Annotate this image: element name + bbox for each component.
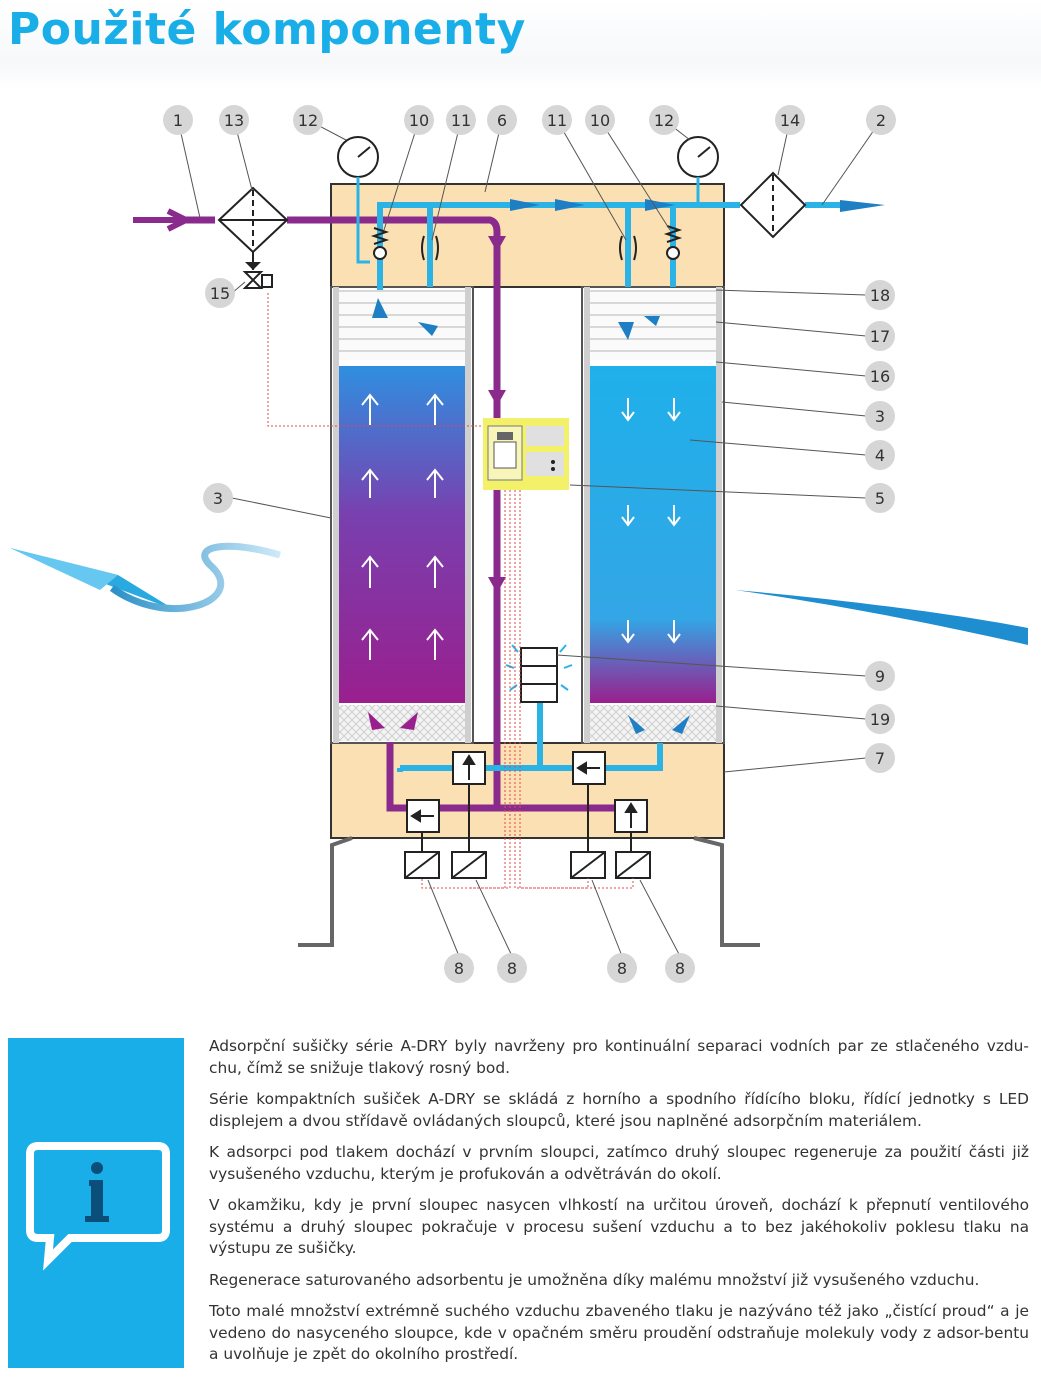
svg-text:8: 8 xyxy=(507,959,517,978)
svg-text:2: 2 xyxy=(876,111,886,130)
left-top-filter xyxy=(339,290,465,360)
callout-badges: 1 13 12 10 11 6 11 10 12 14 2 15 18 17 1… xyxy=(163,105,896,983)
svg-text:12: 12 xyxy=(298,111,318,130)
left-flow-arrows xyxy=(361,393,444,660)
svg-text:5: 5 xyxy=(875,489,885,508)
svg-text:8: 8 xyxy=(675,959,685,978)
right-bottom-mesh xyxy=(590,705,716,741)
inlet-filter xyxy=(217,186,289,270)
svg-text:12: 12 xyxy=(654,111,674,130)
callout-10-right: 10 xyxy=(585,105,615,135)
svg-text:4: 4 xyxy=(875,446,885,465)
callout-2: 2 xyxy=(866,105,896,135)
callout-12-left: 12 xyxy=(293,105,323,135)
svg-text:10: 10 xyxy=(409,111,429,130)
left-adsorbent xyxy=(339,366,465,703)
wet-air-pipes xyxy=(186,216,630,812)
svg-text:11: 11 xyxy=(547,111,567,130)
callout-8-a: 8 xyxy=(444,953,474,983)
svg-text:18: 18 xyxy=(870,286,890,305)
check-valve-right xyxy=(663,225,683,260)
callout-1: 1 xyxy=(163,105,193,135)
dryer-diagram: 1 13 12 10 11 6 11 10 12 14 2 15 18 17 1… xyxy=(10,105,1028,983)
svg-text:6: 6 xyxy=(497,111,507,130)
paragraph-2: Série kompaktních sušiček A-DRY se sklád… xyxy=(209,1090,1029,1130)
right-flow-arrows xyxy=(621,398,681,644)
svg-text:3: 3 xyxy=(213,489,223,508)
left-leg xyxy=(298,836,353,947)
svg-text:15: 15 xyxy=(210,284,230,303)
flow-curl-arrows xyxy=(418,316,660,336)
right-leg xyxy=(693,836,760,947)
description-text: Adsorpční sušičky série A-DRY byly navrž… xyxy=(209,1036,1029,1376)
callout-13: 13 xyxy=(219,105,249,135)
svg-text:9: 9 xyxy=(875,667,885,686)
svg-text:11: 11 xyxy=(451,111,471,130)
left-bottom-mesh xyxy=(339,705,465,741)
callout-6: 6 xyxy=(487,105,517,135)
paragraph-4: V okamžiku, kdy je první sloupec nasycen… xyxy=(209,1196,1029,1257)
svg-text:17: 17 xyxy=(870,327,890,346)
callout-18: 18 xyxy=(865,280,895,310)
title-band xyxy=(0,0,1041,90)
callout-11-right: 11 xyxy=(542,105,572,135)
info-icon xyxy=(26,1142,170,1271)
orifice-right xyxy=(619,235,637,261)
solenoid-valves xyxy=(404,851,651,879)
info-panel xyxy=(8,1038,184,1368)
silencer xyxy=(505,644,573,703)
svg-text:19: 19 xyxy=(870,710,890,729)
callout-19: 19 xyxy=(865,704,895,734)
svg-text:1: 1 xyxy=(173,111,183,130)
pressure-gauge-right xyxy=(677,136,719,205)
callout-10-left: 10 xyxy=(404,105,434,135)
control-unit xyxy=(483,418,569,490)
paragraph-6: Toto malé množství extrémně suchého vzdu… xyxy=(209,1302,1029,1363)
bottom-right-flow-arrows xyxy=(628,715,690,734)
callout-11-left: 11 xyxy=(446,105,476,135)
top-control-block xyxy=(330,183,725,288)
callout-14: 14 xyxy=(775,105,805,135)
callout-17: 17 xyxy=(865,321,895,351)
callout-5: 5 xyxy=(865,483,895,513)
callout-8-c: 8 xyxy=(607,953,637,983)
right-swoosh xyxy=(735,590,1028,645)
callout-4: 4 xyxy=(865,440,895,470)
callout-3-right: 3 xyxy=(865,401,895,431)
callout-16: 16 xyxy=(865,361,895,391)
svg-text:14: 14 xyxy=(780,111,800,130)
inlet-arrow xyxy=(133,208,193,232)
right-adsorbent xyxy=(590,366,716,703)
svg-text:16: 16 xyxy=(870,367,890,386)
svg-text:3: 3 xyxy=(875,407,885,426)
outlet-filter xyxy=(739,171,807,239)
valve-arrows xyxy=(410,754,638,828)
callout-8-d: 8 xyxy=(665,953,695,983)
callout-12-right: 12 xyxy=(649,105,679,135)
svg-text:13: 13 xyxy=(224,111,244,130)
right-top-filter xyxy=(590,290,716,360)
callout-9: 9 xyxy=(865,661,895,691)
svg-text:8: 8 xyxy=(454,959,464,978)
paragraph-3: K adsorpci pod tlakem dochází v prvním s… xyxy=(209,1143,1029,1183)
control-wiring xyxy=(267,293,634,889)
callout-8-b: 8 xyxy=(497,953,527,983)
callout-7: 7 xyxy=(865,743,895,773)
callout-15: 15 xyxy=(205,278,235,308)
svg-text:8: 8 xyxy=(617,959,627,978)
bottom-flow-arrows xyxy=(368,712,418,730)
svg-text:10: 10 xyxy=(590,111,610,130)
drain-valve xyxy=(242,271,273,289)
page-title: Použité komponenty xyxy=(8,4,526,55)
paper-plane-swoosh xyxy=(10,542,282,612)
svg-text:7: 7 xyxy=(875,749,885,768)
callout-3-left: 3 xyxy=(203,483,233,513)
solenoid-links xyxy=(421,784,632,852)
purple-down-arrows xyxy=(488,236,506,593)
check-valve-left xyxy=(370,227,390,260)
paragraph-1: Adsorpční sušičky série A-DRY byly navrž… xyxy=(209,1037,1029,1077)
pressure-gauge-left xyxy=(337,136,379,264)
paragraph-5: Regenerace saturovaného adsorbentu je um… xyxy=(209,1270,980,1289)
orifice-left xyxy=(421,235,439,261)
